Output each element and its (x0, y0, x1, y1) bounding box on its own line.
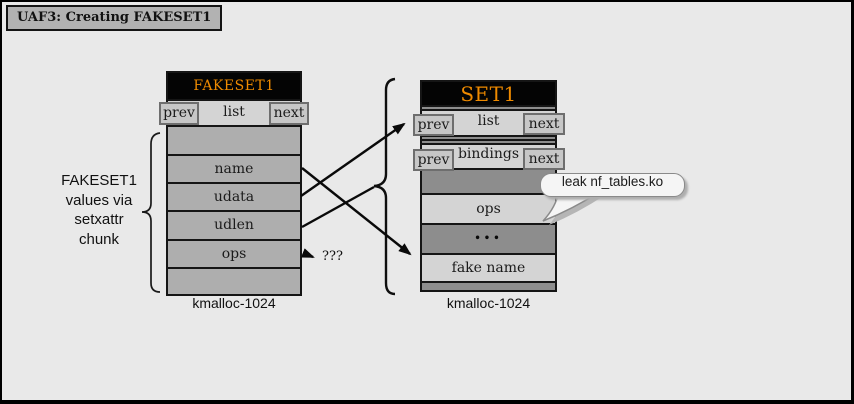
set1-strip-3 (422, 139, 555, 143)
unknown-pointer-label: ??? (322, 249, 343, 264)
callout-tail-shadow (549, 195, 605, 225)
set1-list-prev-box: prev (413, 114, 454, 136)
set1-list-label: list (477, 113, 500, 129)
set1-header: SET1 (422, 82, 555, 106)
set1-row-empty-bottom (422, 281, 555, 290)
side-note-line: setxattr (74, 211, 124, 228)
set1-brace (373, 77, 396, 296)
fakeset1-header: FAKESET1 (168, 73, 300, 99)
fakeset1-struct: FAKESET1 list prev next name udata udlen… (159, 71, 309, 296)
fakeset1-row-empty-top (168, 125, 300, 154)
leak-callout: leak nf_tables.ko (540, 173, 685, 197)
set1-alloc-label: kmalloc-1024 (446, 295, 531, 311)
fakeset1-title: FAKESET1 (193, 78, 275, 94)
fakeset1-next-box: next (269, 102, 309, 125)
set1-title: SET1 (460, 82, 517, 106)
fakeset1-prev-box: prev (159, 102, 199, 125)
fakeset1-row-udata: udata (168, 182, 300, 210)
side-note-line: values via (65, 191, 133, 209)
fakeset1-side-note: FAKESET1 values via setxattr chunk (44, 171, 154, 249)
fakeset1-row-udlen: udlen (168, 210, 300, 239)
set1-struct: SET1 list prev next bindings prev next o… (413, 80, 565, 292)
fakeset1-row-ops: ops (168, 239, 300, 267)
set1-strip-2 (422, 135, 555, 139)
set1-row-ops: ops (422, 193, 555, 223)
fakeset1-row-empty-bottom (168, 267, 300, 294)
set1-bindings-prev-box: prev (413, 149, 454, 171)
set1-row-empty (422, 168, 555, 193)
diagram-title: UAF3: Creating FAKESET1 (6, 5, 223, 31)
set1-bindings-next-box: next (523, 148, 565, 170)
line-udlen-to-set1-brace (301, 185, 375, 229)
arrow-name-to-fake-name (301, 167, 412, 256)
fakeset1-alloc-label: kmalloc-1024 (192, 295, 276, 311)
fakeset1-row-name: name (168, 154, 300, 182)
arrow-udata-to-set1-list (300, 122, 406, 197)
side-note-line: chunk (78, 230, 120, 248)
set1-bindings-label: bindings (457, 146, 520, 162)
set1-list-next-box: next (523, 113, 565, 135)
set1-strip-1 (422, 105, 555, 109)
side-note-line: FAKESET1 (61, 172, 137, 189)
set1-row-dots: ••• (422, 223, 555, 253)
fakeset1-list-label: list (223, 104, 245, 120)
set1-row-fake-name: fake name (422, 253, 555, 281)
arrow-ops-to-unknown (300, 248, 315, 259)
